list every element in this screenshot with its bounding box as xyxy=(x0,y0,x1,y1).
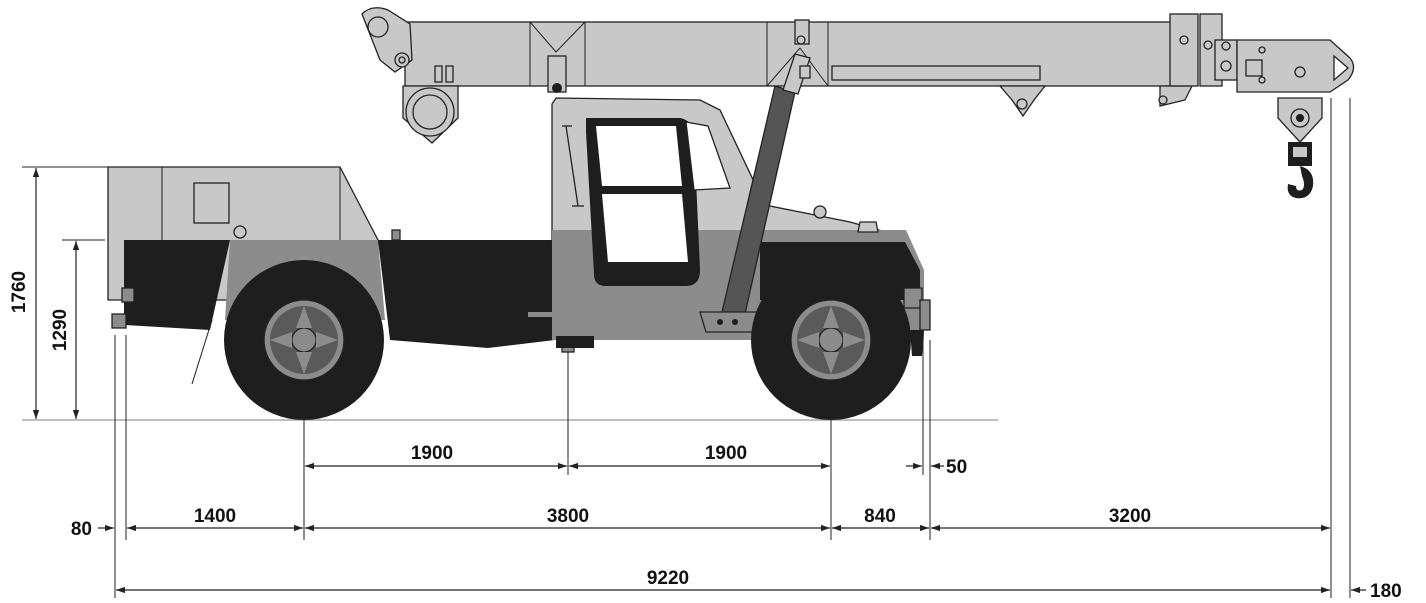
dim-boom-overhang-label: 3200 xyxy=(1109,506,1151,527)
hook-block xyxy=(1277,97,1323,199)
crane-hook xyxy=(1287,166,1314,199)
front-bumper xyxy=(124,240,230,330)
chassis-body xyxy=(378,240,555,348)
deck-height-label: 1290 xyxy=(50,309,71,351)
boom-head-plate xyxy=(1169,13,1199,87)
rear-wheel xyxy=(751,260,911,420)
crane-boom xyxy=(361,7,1355,144)
dim-front-offset-label: 80 xyxy=(71,519,92,540)
dim-hook-offset-label: 180 xyxy=(1370,581,1402,602)
cab-door-window-lower xyxy=(602,194,688,262)
dim-wheelbase-label: 3800 xyxy=(547,506,589,527)
extension-lines xyxy=(114,98,1351,598)
dim-rear-step-label: 50 xyxy=(946,457,967,478)
front-wheel xyxy=(224,260,384,420)
vertical-dimensions: 1760 1290 xyxy=(9,166,108,419)
horizontal-dimensions: 1900 1900 50 80 1400 3800 840 3200 9220 … xyxy=(71,443,1402,602)
dim-front-overhang-label: 1400 xyxy=(194,506,236,527)
dim-rear-overhang-label: 840 xyxy=(864,506,896,527)
dim-front-axle-to-center-label: 1900 xyxy=(411,443,453,464)
boom-slot xyxy=(831,65,1041,81)
boom-nose xyxy=(1236,39,1355,93)
hood-panel xyxy=(193,182,230,224)
cab-side-window xyxy=(685,121,731,191)
overall-height-label: 1760 xyxy=(9,271,30,313)
dim-center-to-rear-axle-label: 1900 xyxy=(705,443,747,464)
cab-door-window-upper xyxy=(596,126,682,186)
dim-overall-length-label: 9220 xyxy=(647,568,689,589)
